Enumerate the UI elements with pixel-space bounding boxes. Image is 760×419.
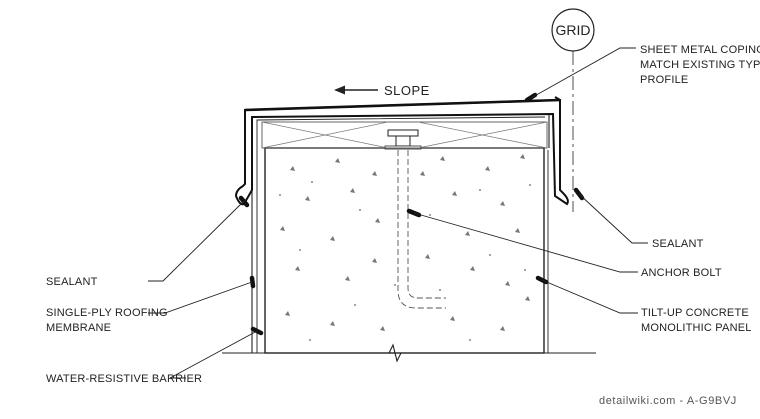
slope-label: SLOPE — [384, 83, 430, 98]
leader-anchor-bolt — [406, 208, 638, 273]
concrete-panel — [264, 147, 545, 354]
label-membrane-line2: MEMBRANE — [46, 322, 111, 334]
leader-sealant-right — [573, 187, 648, 244]
label-sealant-right: SEALANT — [652, 238, 704, 250]
anchor-bolt-nut — [384, 129, 422, 150]
leader-panel — [535, 275, 638, 314]
watermark: detailwiki.com - A-G9BVJ — [599, 395, 737, 407]
label-barrier: WATER-RESISTIVE BARRIER — [46, 373, 202, 385]
label-panel-line2: MONOLITHIC PANEL — [641, 322, 752, 334]
grid-line: GRID — [551, 8, 595, 212]
label-sealant-left: SEALANT — [46, 276, 98, 288]
label-membrane-line1: SINGLE-PLY ROOFING — [46, 307, 168, 319]
anchor-bolt — [397, 150, 446, 309]
wood-nailer — [261, 121, 548, 149]
label-coping-line1: SHEET METAL COPING, — [640, 44, 760, 56]
leader-membrane — [148, 275, 256, 314]
leader-sealant-left — [148, 195, 250, 282]
label-coping-line3: PROFILE — [640, 74, 688, 86]
label-panel-line1: TILT-UP CONCRETE — [641, 307, 749, 319]
leader-coping — [524, 47, 636, 103]
concrete-aggregate-hatch — [280, 154, 530, 331]
leader-barrier — [169, 326, 264, 379]
label-anchor-bolt: ANCHOR BOLT — [641, 267, 722, 279]
base-line — [222, 343, 596, 363]
label-coping-line2: MATCH EXISTING TYPE AN — [640, 59, 760, 71]
slope-indicator: SLOPE — [334, 83, 430, 98]
grid-label: GRID — [556, 22, 591, 38]
